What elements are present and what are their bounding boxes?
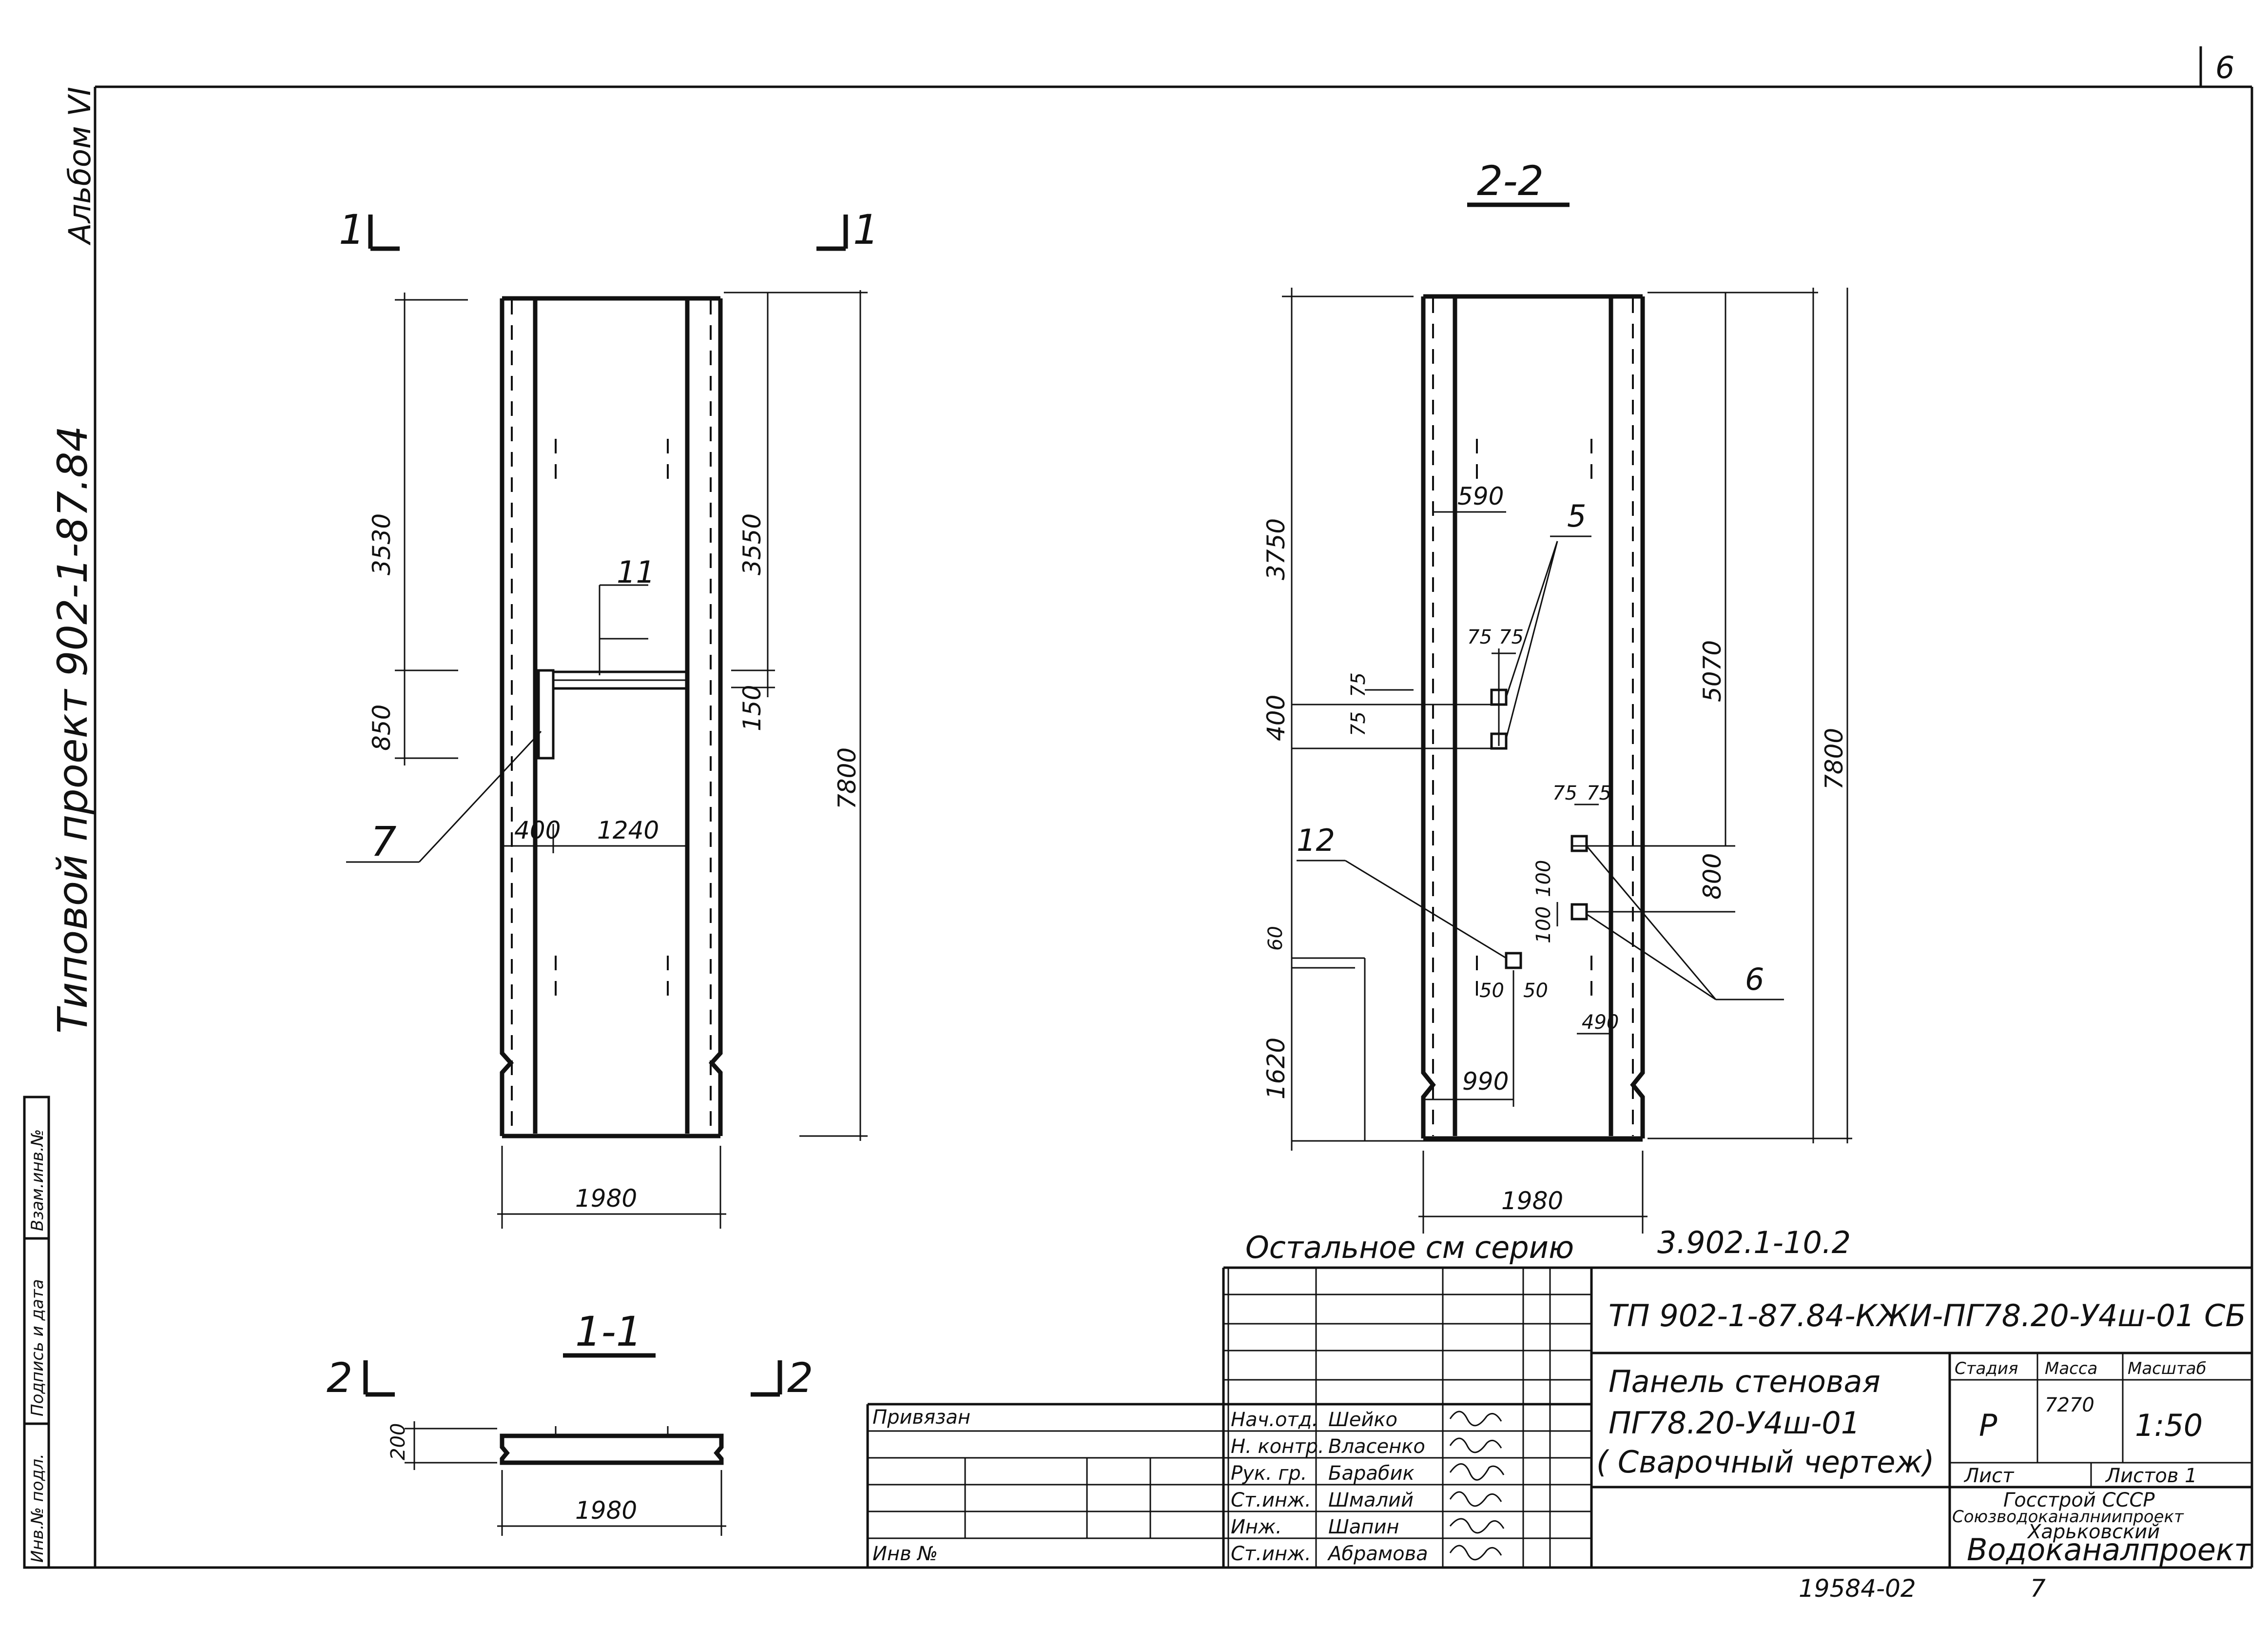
v22-dim-75d: 75 (1347, 711, 1370, 736)
v22-dim-490: 490 (1582, 1011, 1619, 1034)
name-5: Шапин (1328, 1516, 1399, 1538)
header-scale: Масштаб (2128, 1359, 2207, 1378)
mark-12: 12 (1297, 823, 1335, 858)
org-line-3: Харьковский (2027, 1521, 2160, 1543)
front-view-dimensions (346, 215, 868, 1229)
section-11-profile (363, 1360, 782, 1536)
title-block-grid (866, 1266, 2252, 1568)
name-1: Шейко (1328, 1409, 1397, 1431)
front-dim-7800: 7800 (833, 747, 861, 809)
front-dim-1980: 1980 (575, 1184, 637, 1213)
v22-dim-5070: 5070 (1698, 640, 1726, 702)
v22-dim-1620: 1620 (1262, 1038, 1290, 1099)
item-name-1: Панель стеновая (1609, 1364, 1880, 1399)
album-label: Альбом VI (62, 87, 97, 246)
front-dim-400: 400 (514, 816, 561, 844)
item-name-3: ( Сварочный чертеж) (1596, 1444, 1935, 1480)
note-text: Остальное см серию (1245, 1230, 1574, 1265)
section-11-cut-left: 2 (327, 1354, 352, 1402)
side-cell-sign: Подпись и дата (28, 1279, 47, 1416)
v22-dim-590: 590 (1457, 482, 1504, 510)
v22-dim-100b: 100 (1532, 906, 1555, 943)
v22-dim-7800: 7800 (1820, 728, 1848, 790)
v22-dim-400: 400 (1262, 695, 1290, 741)
mass-value: 7270 (2045, 1394, 2094, 1416)
front-dim-150: 150 (738, 685, 766, 731)
stage-value: Р (1979, 1408, 1997, 1443)
v22-dim-50b: 50 (1523, 980, 1548, 1002)
mark-7: 7 (370, 818, 396, 865)
sheet-label: Лист (1963, 1465, 2015, 1487)
signature-scribbles (1449, 1411, 1505, 1561)
view-22-panel (1421, 294, 1645, 1141)
note-series: 3.902.1-10.2 (1657, 1225, 1851, 1260)
role-5: Инж. (1231, 1516, 1282, 1538)
v22-dim-1980: 1980 (1501, 1187, 1563, 1215)
bound-label: Привязан (872, 1406, 970, 1429)
section-11-dim-200: 200 (387, 1423, 409, 1460)
mark-11: 11 (617, 554, 655, 590)
role-2: Н. контр. (1231, 1435, 1324, 1458)
front-cut-left: 1 (339, 206, 365, 254)
sheet-number: 6 (2215, 50, 2234, 85)
v22-dim-75f: 75 (1587, 782, 1611, 804)
inv-label: Инв № (872, 1543, 938, 1565)
scale-value: 1:50 (2135, 1408, 2203, 1443)
org-line-4: Водоканалпроект (1967, 1532, 2252, 1568)
item-name-2: ПГ78.20-У4ш-01 (1609, 1405, 1860, 1441)
designation: ТП 902-1-87.84-КЖИ-ПГ78.20-У4ш-01 СБ (1609, 1298, 2246, 1333)
org-line-1: Госстрой СССР (2003, 1489, 2155, 1511)
side-strip (23, 1096, 50, 1569)
v22-dim-75a: 75 (1467, 626, 1492, 648)
v22-dim-50a: 50 (1479, 980, 1504, 1002)
header-mass: Масса (2045, 1359, 2097, 1378)
header-stage: Стадия (1955, 1359, 2018, 1378)
v22-dim-75e: 75 (1552, 782, 1577, 804)
mark-5: 5 (1567, 498, 1586, 534)
project-label: Типовой проект 902-1-87.84 (49, 426, 97, 1034)
drawing-frame (24, 46, 2253, 1569)
front-view-panel (500, 296, 723, 1138)
view-22-title: 2-2 (1477, 157, 1544, 205)
v22-dim-100a: 100 (1532, 860, 1555, 897)
section-11-cut-right: 2 (787, 1354, 813, 1402)
side-cell-inv: Инв.№ подл. (28, 1453, 47, 1563)
doc-code: 19584-02 (1799, 1574, 1916, 1603)
v22-dim-990: 990 (1462, 1067, 1509, 1096)
v22-dim-800: 800 (1698, 853, 1726, 900)
role-1: Нач.отд. (1231, 1409, 1318, 1431)
name-3: Барабик (1328, 1462, 1415, 1485)
v22-dim-3750: 3750 (1262, 518, 1290, 580)
mark-6: 6 (1745, 961, 1764, 997)
org-line-2: Союзводоканалниипроект (1952, 1507, 2184, 1527)
v22-dim-60: 60 (1264, 926, 1287, 951)
name-4: Шмалий (1328, 1489, 1414, 1511)
sheets-label: Листов 1 (2105, 1465, 2197, 1487)
front-dim-850: 850 (368, 705, 396, 751)
v22-dim-75b: 75 (1499, 626, 1524, 648)
front-cut-right: 1 (853, 206, 879, 254)
section-11-dim-1980: 1980 (575, 1496, 637, 1525)
role-4: Ст.инж. (1231, 1489, 1311, 1511)
name-6: Абрамова (1327, 1543, 1428, 1565)
role-3: Рук. гр. (1231, 1462, 1307, 1485)
front-dim-3550: 3550 (738, 513, 766, 575)
side-cell-replace: Взам.инв.№ (28, 1129, 47, 1231)
role-6: Ст.инж. (1231, 1543, 1311, 1565)
name-2: Власенко (1328, 1435, 1425, 1458)
v22-dim-75c: 75 (1347, 672, 1370, 697)
view-22-dimensions (1282, 288, 1852, 1234)
section-11-title: 1-1 (575, 1308, 642, 1355)
front-dim-1240: 1240 (597, 816, 659, 844)
front-dim-3530: 3530 (368, 513, 396, 575)
page-number: 7 (2030, 1574, 2046, 1603)
